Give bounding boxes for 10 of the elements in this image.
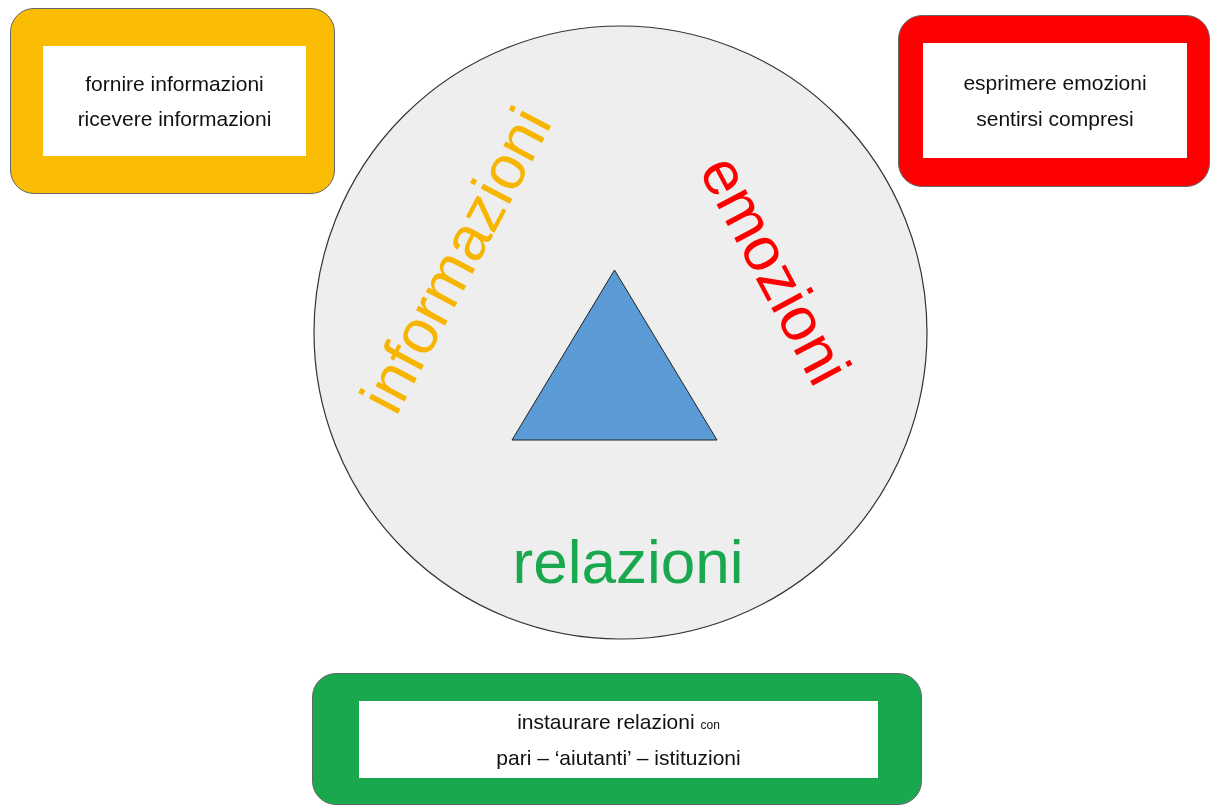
rounded-card: [898, 15, 1210, 187]
rounded-card: [10, 8, 335, 194]
rounded-card: [312, 673, 922, 805]
text-line: sentirsi compresi: [976, 105, 1134, 131]
rotated-heading: relazioni: [512, 531, 744, 593]
text-line: fornire informazioni: [85, 70, 264, 96]
text-line: esprimere emozioni: [963, 70, 1147, 96]
text-line: ricevere informazioni: [77, 106, 272, 132]
circle: [313, 25, 928, 640]
text-line: pari – ‘aiutanti’ – istituzioni: [496, 744, 741, 770]
